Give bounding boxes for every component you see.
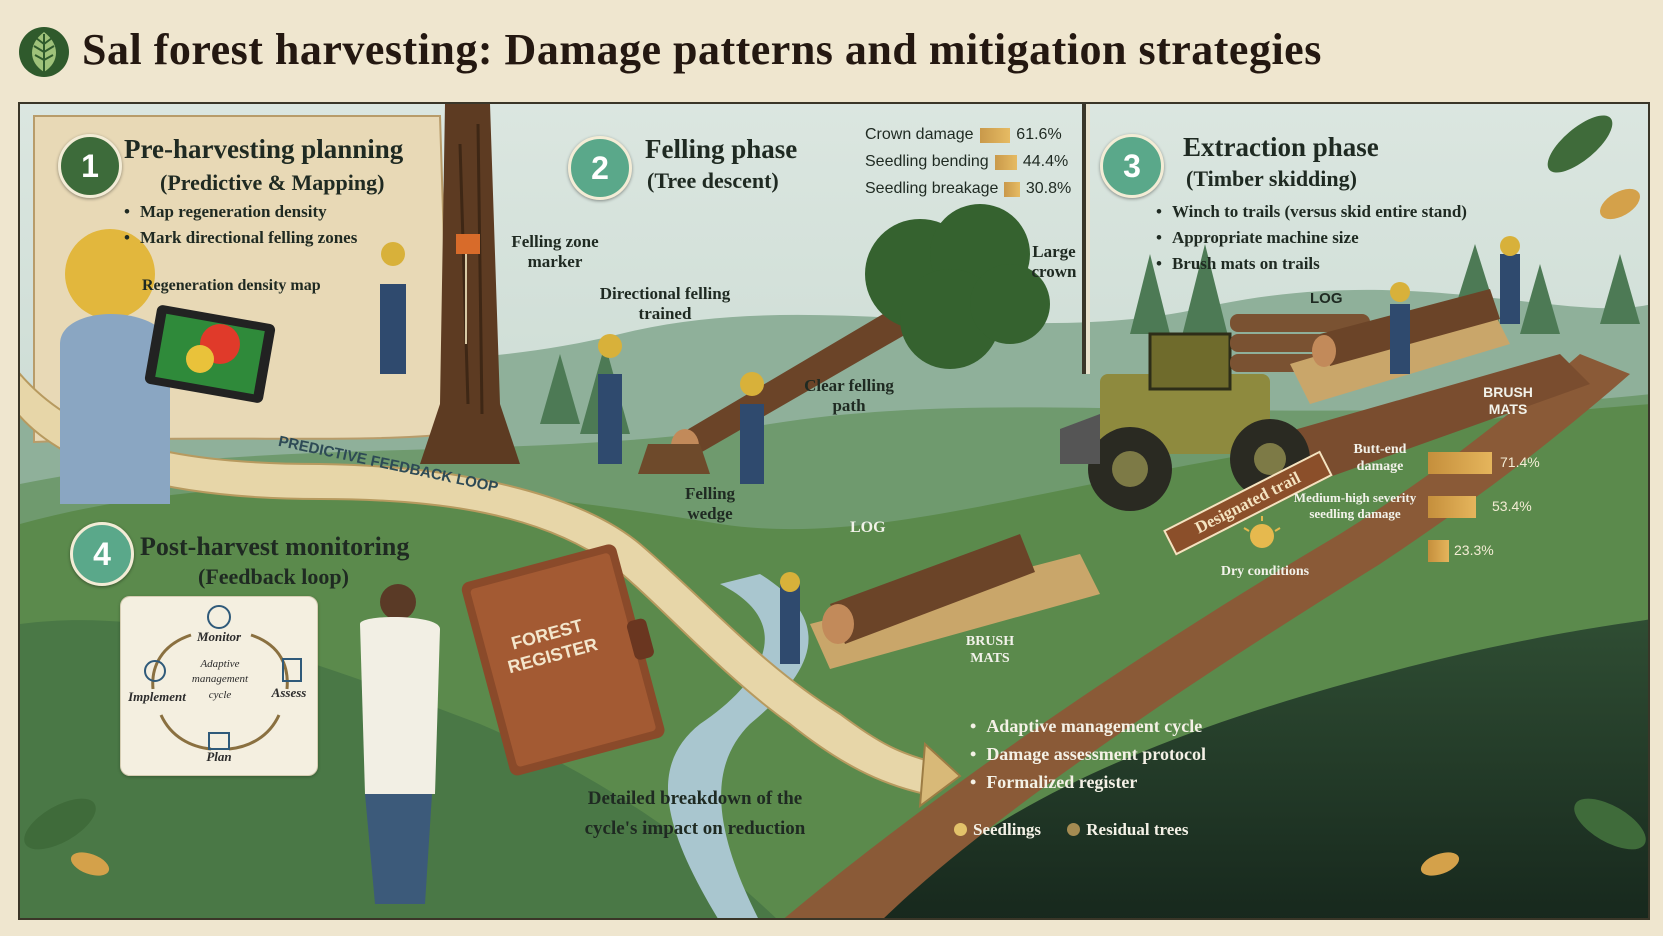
legend-label: Seedlings: [973, 820, 1042, 839]
map-label: Regeneration density map: [142, 277, 321, 294]
phase3-subtitle: (Timber skidding): [1186, 166, 1357, 191]
legend: Seedlings Residual trees: [954, 820, 1188, 840]
log-label: LOG: [850, 519, 886, 536]
cycle-implement: Implement: [128, 689, 186, 704]
brush-mats-label: BRUSH MATS: [1483, 384, 1533, 417]
stat-bar: [994, 154, 1017, 170]
directional-felling-label: Directional felling trained: [599, 284, 731, 324]
bullet-item: Appropriate machine size: [1156, 228, 1467, 248]
stat-value: 23.3%: [1454, 542, 1494, 558]
phase2-title: Felling phase: [645, 134, 798, 164]
felling-zone-marker-label: Felling zone marker: [511, 232, 599, 272]
panel-divider: [1086, 104, 1090, 374]
phase4-subtitle: (Feedback loop): [198, 564, 349, 589]
bullet-item: Mark directional felling zones: [124, 228, 357, 248]
phase2-subtitle: (Tree descent): [647, 168, 779, 193]
stat-bar: [1428, 452, 1493, 474]
summary-bullets: Adaptive management cycle Damage assessm…: [970, 716, 1206, 800]
implement-icon: [144, 660, 166, 682]
legend-label: Residual trees: [1086, 820, 1189, 839]
stat-label: Crown damage: [865, 126, 974, 143]
legend-swatch: [1067, 823, 1081, 836]
adaptive-cycle-card: Monitor Assess Plan Implement Adaptive m…: [120, 596, 318, 776]
stat-value: 61.6%: [1016, 126, 1062, 143]
bullet-item: Winch to trails (versus skid entire stan…: [1156, 202, 1467, 222]
stat-seedling-breakage: Seedling breakage 30.8%: [865, 180, 1071, 198]
bullet-item: Damage assessment protocol: [970, 744, 1206, 765]
cycle-arrows: [144, 605, 302, 751]
phase1-subtitle: (Predictive & Mapping): [160, 170, 385, 195]
infographic-scene: 1 Pre-harvesting planning (Predictive & …: [18, 102, 1650, 920]
cycle-center-label: Adaptive management cycle: [191, 658, 249, 701]
large-crown-label: Large crown: [1031, 242, 1077, 282]
cycle-monitor: Monitor: [196, 629, 242, 644]
dry-conditions-label: Dry conditions: [1220, 564, 1310, 579]
bullet-item: Adaptive management cycle: [970, 716, 1206, 737]
forest-illustration: [20, 104, 1648, 918]
bullet-item: Map regeneration density: [124, 202, 357, 222]
clear-felling-path-label: Clear felling path: [804, 376, 894, 416]
phase4-title: Post-harvest monitoring: [140, 532, 410, 561]
stat-bar: [1428, 540, 1449, 562]
phase3-title: Extraction phase: [1183, 132, 1379, 162]
felling-wedge-label: Felling wedge: [684, 484, 736, 524]
step-3-badge: 3: [1100, 134, 1164, 198]
legend-swatch: [954, 823, 967, 836]
stat-bar: [1004, 181, 1020, 197]
log-label: LOG: [1310, 290, 1343, 307]
brush-mats-label: BRUSH MATS: [965, 634, 1015, 666]
step-4-badge: 4: [70, 522, 134, 586]
step-2-badge: 2: [568, 136, 632, 200]
stat-label: Medium-high severity seedling damage: [1293, 490, 1417, 521]
stat-bar: [979, 127, 1011, 143]
legend-item-residual-trees: Residual trees: [1067, 820, 1188, 839]
stat-value: 71.4%: [1500, 454, 1540, 470]
leaf-logo-icon: [18, 26, 70, 78]
stat-value: 53.4%: [1492, 498, 1532, 514]
stat-value: 44.4%: [1022, 153, 1069, 170]
cycle-assess: Assess: [271, 685, 307, 700]
phase1-bullets: Map regeneration density Mark directiona…: [124, 202, 357, 254]
panel-divider: [1082, 104, 1086, 374]
plan-icon: [208, 732, 230, 750]
page-title: Sal forest harvesting: Damage patterns a…: [82, 25, 1322, 74]
stat-value: 30.8%: [1025, 180, 1072, 197]
monitor-icon: [207, 605, 231, 629]
bullet-item: Formalized register: [970, 772, 1206, 793]
stat-label: Seedling breakage: [865, 180, 999, 197]
stat-label: Seedling bending: [865, 153, 989, 170]
stat-bar: [1428, 496, 1477, 518]
step-1-badge: 1: [58, 134, 122, 198]
assess-icon: [282, 658, 302, 682]
phase3-bullets: Winch to trails (versus skid entire stan…: [1156, 202, 1467, 280]
phase1-title: Pre-harvesting planning: [124, 134, 404, 164]
cycle-plan: Plan: [206, 749, 232, 764]
stat-seedling-bending: Seedling bending 44.4%: [865, 153, 1068, 171]
bullet-item: Brush mats on trails: [1156, 254, 1467, 274]
stat-label: Butt-end damage: [1353, 442, 1407, 474]
breakdown-caption: Detailed breakdown of the cycle's impact…: [584, 788, 806, 840]
legend-item-seedlings: Seedlings: [954, 820, 1041, 839]
stat-crown-damage: Crown damage 61.6%: [865, 126, 1062, 144]
